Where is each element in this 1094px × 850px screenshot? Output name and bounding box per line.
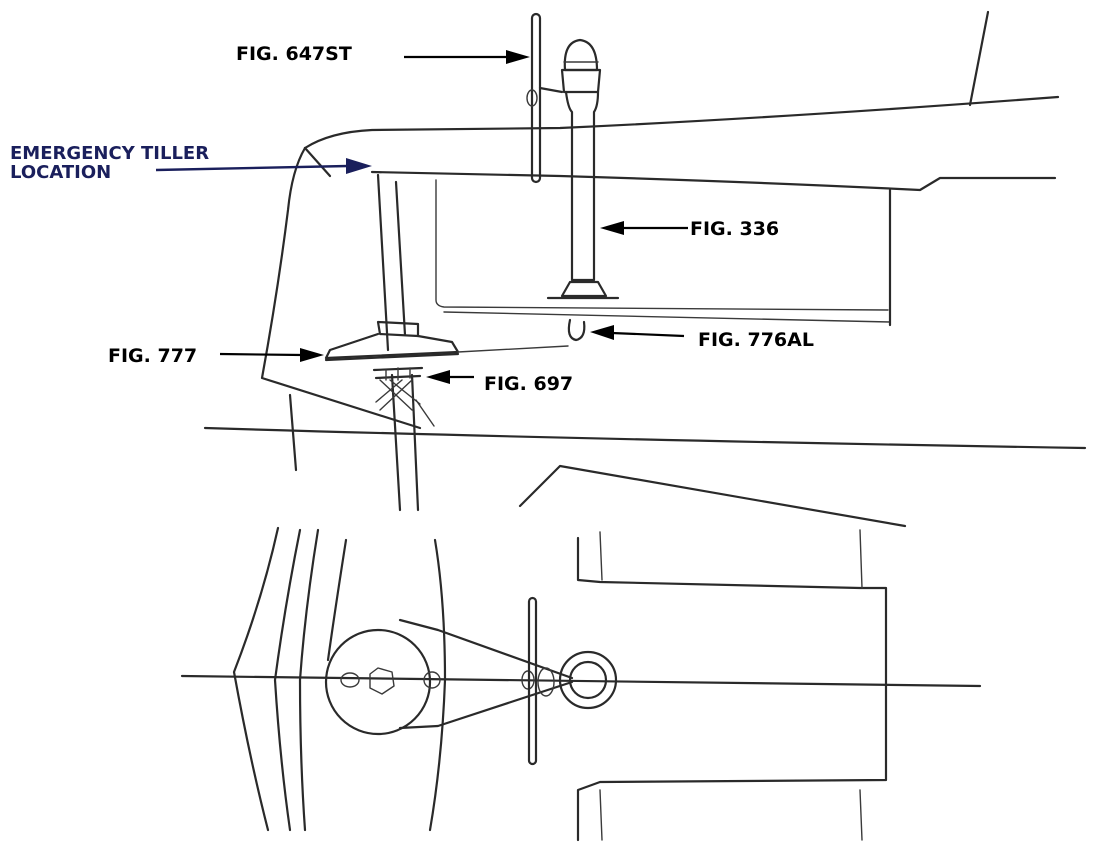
label-emergency-tiller-line1: EMERGENCY TILLER (10, 143, 209, 164)
stern-profile-line (303, 95, 1060, 150)
plan-stern-curve-4 (326, 538, 348, 662)
deck-flange-777 (324, 320, 569, 362)
rudder-blade-right (410, 373, 420, 512)
label-emergency-tiller-line2: LOCATION (10, 162, 111, 183)
tiller-arm-upper (398, 618, 574, 680)
plan-deck-angle (518, 464, 907, 528)
label-fig-647st: FIG. 647ST (236, 43, 352, 65)
rudder-stock-right (394, 180, 407, 337)
light-pole-plan-outer (558, 650, 618, 710)
emergency-tiller-stub (303, 146, 332, 178)
label-fig-336: FIG. 336 (690, 218, 779, 240)
label-fig-777: FIG. 777 (108, 345, 197, 367)
cabin-edge (968, 10, 990, 107)
rudder-quadrant (324, 628, 432, 736)
callout-emergency-tiller: EMERGENCY TILLER LOCATION (10, 143, 372, 183)
rudder-stock-left (376, 173, 390, 352)
hook-776al (567, 318, 586, 342)
callout-fig-777: FIG. 777 (108, 345, 324, 367)
plan-stern-curve-2 (273, 528, 302, 832)
plan-centerline (180, 674, 982, 688)
rudder-extension-left (288, 393, 298, 472)
callout-fig-697: FIG. 697 (426, 370, 573, 395)
label-fig-776al: FIG. 776AL (698, 329, 814, 351)
light-pole-plan-inner (568, 660, 608, 700)
deck-edge-line (370, 170, 1057, 192)
plan-cockpit-inner (599, 529, 863, 841)
callout-fig-776al: FIG. 776AL (590, 325, 814, 351)
plan-view-drawing (180, 464, 982, 842)
flag-staff-647st (526, 12, 564, 184)
plan-cockpit-top (576, 536, 888, 842)
plan-stern-curve-1 (232, 526, 280, 832)
flag-staff-plan (527, 596, 538, 766)
stern-light-336 (546, 38, 620, 300)
waterline (203, 426, 1087, 450)
label-fig-697: FIG. 697 (484, 373, 573, 395)
deck-inner-line-2 (443, 311, 891, 323)
deck-inner-line (435, 179, 889, 311)
plan-stern-curve-3 (298, 528, 320, 832)
callout-fig-647st: FIG. 647ST (236, 43, 530, 65)
side-view-drawing (203, 10, 1087, 512)
clamp-697 (372, 366, 435, 427)
tiller-arm-lower (398, 680, 574, 730)
transom-outline (260, 146, 422, 430)
callout-fig-336: FIG. 336 (600, 218, 779, 240)
